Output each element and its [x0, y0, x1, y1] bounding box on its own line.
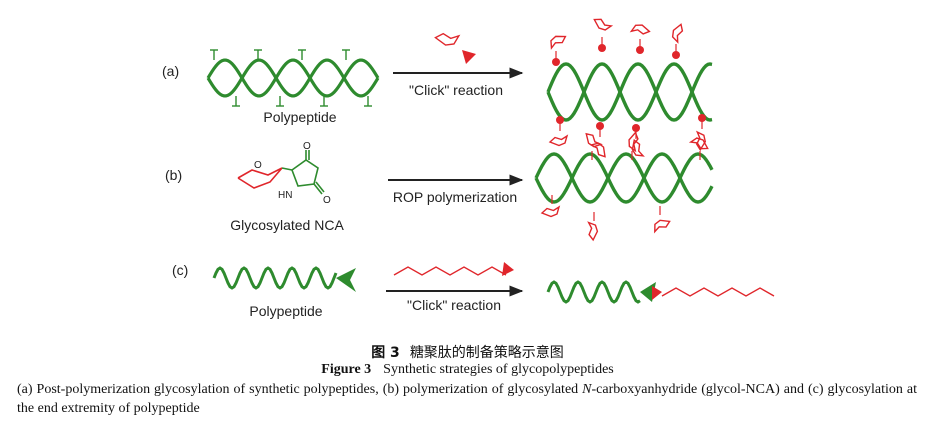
sugar-unit — [688, 137, 709, 150]
sugar-unit — [631, 138, 645, 157]
triazole-link — [652, 286, 662, 300]
amine-label: HN — [278, 190, 292, 201]
helix-strand — [206, 58, 380, 98]
azide-end-group — [336, 268, 356, 292]
carbonyl-oxygen-top: O — [303, 141, 311, 152]
sugar-ring — [550, 35, 567, 50]
panel-a: (a) Polypeptide "Click" reaction — [162, 18, 713, 158]
sugar-ring — [540, 205, 561, 218]
helix-strand — [206, 58, 380, 98]
sugar-unit — [629, 24, 651, 35]
sugar-unit — [628, 131, 639, 153]
desc-part2: -carboxyanhydride (glycol-NCA) and (c) g… — [17, 382, 918, 416]
sugar-ring — [585, 132, 603, 148]
panel-c-arrow-label: "Click" reaction — [407, 297, 501, 313]
sugar-click-reagent — [434, 32, 476, 64]
sugar-ring — [688, 137, 709, 150]
panel-b: (b) O O O HN Glycosylated NCA ROP polyme… — [165, 131, 714, 242]
sugar-ring — [434, 32, 461, 46]
panel-a-reactant-label: Polypeptide — [263, 109, 336, 125]
helix-strand — [534, 152, 714, 204]
sugar-ring — [631, 138, 645, 157]
oligosaccharide-chain — [661, 287, 775, 297]
caption-en-number: Figure 3 — [321, 362, 372, 377]
sugar-oxygen-label: O — [254, 160, 262, 171]
helix-strand — [546, 62, 713, 122]
sugar-unit — [434, 32, 461, 46]
sugar-ring — [671, 23, 684, 44]
glycopolypeptide-product-a — [546, 18, 713, 158]
panel-c: (c) Polypeptide "Click" reaction — [172, 262, 775, 319]
caption-en-title: Synthetic strategies of glycopolypeptide… — [383, 362, 614, 377]
panel-c-label: (c) — [172, 262, 188, 278]
sugar-ring — [587, 221, 599, 242]
sugar-ring — [628, 131, 639, 153]
polypeptide-chain-c — [212, 266, 356, 292]
caption-chinese: 图 3 糖聚肽的制备策略示意图 — [0, 342, 935, 362]
oligosaccharide-click-reagent — [393, 262, 514, 276]
end-glycosylated-product-c — [546, 280, 775, 304]
alkyne-tag — [462, 50, 476, 64]
oligosaccharide-chain — [393, 266, 507, 276]
glycopolypeptide-product-b — [534, 131, 714, 242]
helix-strand — [546, 62, 713, 122]
caption-cn-title: 糖聚肽的制备策略示意图 — [409, 346, 564, 361]
panel-a-arrow-label: "Click" reaction — [409, 82, 503, 98]
sugar-ring — [695, 130, 707, 152]
sugar-unit — [654, 219, 671, 234]
helix-strand — [534, 152, 714, 204]
caption-cn-number: 图 3 — [371, 345, 400, 361]
sugar-ring — [629, 24, 651, 35]
sugar-unit — [585, 132, 603, 148]
desc-part1: (a) Post-polymerization glycosylation of… — [17, 382, 583, 397]
polypeptide-chain — [546, 280, 641, 304]
panel-b-label: (b) — [165, 167, 182, 183]
desc-italic: N — [582, 382, 592, 397]
sugar-unit — [587, 221, 599, 242]
sugar-unit — [540, 205, 561, 218]
figure-description: (a) Post-polymerization glycosylation of… — [17, 380, 917, 418]
carbonyl-oxygen-bottom: O — [323, 195, 331, 206]
panel-b-arrow-label: ROP polymerization — [393, 189, 517, 205]
caption-english: Figure 3 Synthetic strategies of glycopol… — [0, 362, 935, 378]
sugar-unit — [593, 18, 614, 31]
sugar-unit — [671, 23, 684, 44]
sugar-ring — [548, 134, 569, 147]
synthesis-diagram: (a) Polypeptide "Click" reaction (b) O O… — [162, 18, 775, 319]
sugar-unit — [550, 35, 567, 50]
sugar-unit — [695, 130, 707, 152]
panel-a-label: (a) — [162, 63, 179, 79]
sugar-ring — [654, 219, 671, 234]
panel-b-reactant-label: Glycosylated NCA — [230, 217, 344, 233]
polypeptide-helix-a — [206, 49, 380, 107]
alkyne-tag — [502, 262, 514, 276]
glycosylated-nca-structure: O O O HN — [237, 141, 331, 206]
panel-c-reactant-label: Polypeptide — [249, 303, 322, 319]
sugar-ring — [593, 18, 614, 31]
sugar-unit — [548, 134, 569, 147]
polypeptide-chain — [212, 266, 338, 290]
